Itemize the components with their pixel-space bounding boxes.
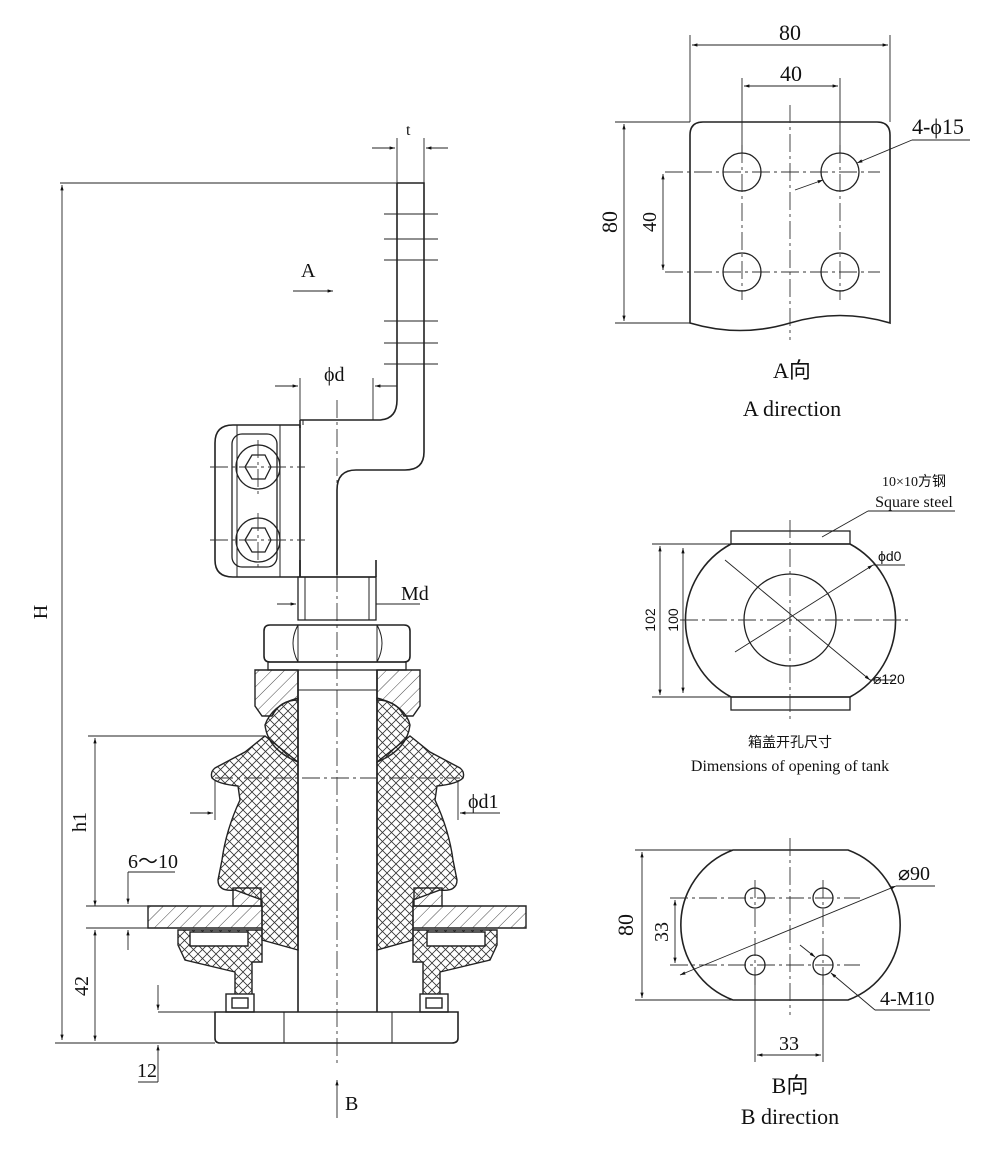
label-a-arrow: A bbox=[301, 260, 316, 282]
label-b-33-side: 33 bbox=[651, 922, 673, 942]
label-a-title-cn: A向 bbox=[773, 358, 811, 383]
label-b-arrow: B bbox=[345, 1093, 358, 1115]
label-phi-d0: ϕd0 bbox=[878, 548, 902, 564]
label-b-33-bottom: 33 bbox=[779, 1033, 799, 1055]
tank-opening-view bbox=[652, 510, 955, 720]
label-h1: h1 bbox=[69, 812, 91, 832]
label-phi-d: ϕd bbox=[324, 364, 345, 386]
label-h: H bbox=[30, 605, 52, 619]
label-a-title-en: A direction bbox=[743, 396, 841, 421]
label-a-80-side: 80 bbox=[597, 211, 622, 233]
label-b-holes: 4-M10 bbox=[880, 988, 934, 1010]
label-42: 42 bbox=[71, 976, 93, 996]
label-a-40-top: 40 bbox=[780, 61, 802, 86]
label-102: 102 bbox=[642, 608, 658, 632]
label-b-80: 80 bbox=[613, 914, 638, 936]
label-b-dia-90: ⌀90 bbox=[898, 863, 930, 885]
label-b-title-cn: B向 bbox=[772, 1073, 809, 1098]
a-direction-view bbox=[615, 35, 970, 340]
label-md: Md bbox=[401, 583, 429, 605]
label-tank-en: Dimensions of opening of tank bbox=[691, 758, 889, 775]
main-view bbox=[55, 138, 527, 1118]
label-100: 100 bbox=[665, 608, 681, 632]
label-t: t bbox=[406, 122, 411, 139]
label-12: 12 bbox=[137, 1060, 157, 1082]
label-range: 6～10 bbox=[128, 851, 178, 873]
label-steel-en: Square steel bbox=[875, 494, 953, 511]
label-b-title-en: B direction bbox=[741, 1104, 839, 1129]
b-direction-view bbox=[635, 838, 935, 1062]
label-steel-cn: 10×10方钢 bbox=[882, 474, 946, 490]
label-dia-120: ⌀120 bbox=[873, 671, 905, 687]
label-a-40-side: 40 bbox=[639, 212, 661, 232]
label-tank-cn: 箱盖开孔尺寸 bbox=[748, 735, 832, 751]
label-a-holes: 4-ϕ15 bbox=[912, 114, 964, 139]
label-a-80-top: 80 bbox=[779, 20, 801, 45]
label-phi-d1: ϕd1 bbox=[468, 791, 499, 813]
